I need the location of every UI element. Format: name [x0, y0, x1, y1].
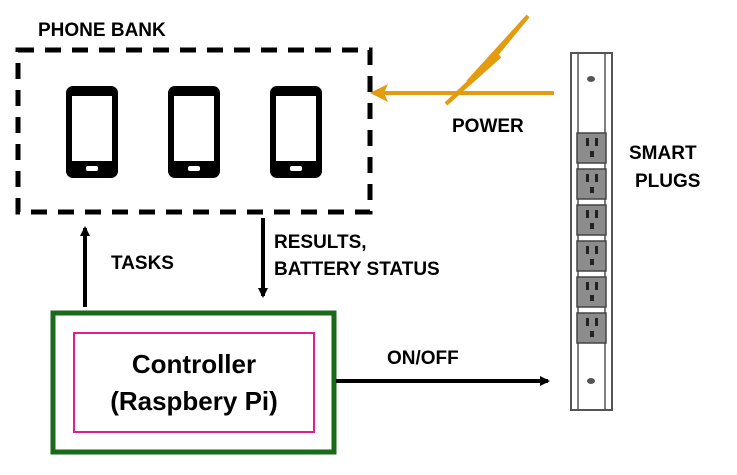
- controller-inner-box: [73, 332, 315, 433]
- smart-plug-strip: SMART PLUGS: [570, 52, 700, 411]
- controller: Controller (Raspbery Pi): [50, 310, 337, 455]
- smart-plugs-label-line1: SMART: [629, 143, 697, 164]
- phone-icon: [270, 86, 322, 178]
- outlet-icon: [576, 240, 607, 272]
- power-connection: POWER: [370, 14, 554, 137]
- results-label-line1: RESULTS,: [274, 232, 367, 253]
- mount-hole-icon: [587, 76, 595, 82]
- tasks-connection: TASKS: [80, 226, 174, 307]
- outlet-icon: [576, 132, 607, 164]
- outlet-icon: [576, 276, 607, 308]
- phone-bank: PHONE BANK: [15, 20, 373, 215]
- tasks-label: TASKS: [111, 253, 174, 274]
- phone-icon: [168, 86, 220, 178]
- phone-bank-label: PHONE BANK: [38, 20, 166, 41]
- onoff-label: ON/OFF: [387, 348, 459, 369]
- phone-bank-box: [15, 47, 373, 215]
- results-label-line2: BATTERY STATUS: [274, 259, 440, 280]
- results-connection: RESULTS, BATTERY STATUS: [258, 218, 440, 298]
- outlet-icon: [576, 204, 607, 236]
- onoff-connection: ON/OFF: [336, 348, 550, 386]
- controller-title: Controller: [132, 349, 256, 379]
- outlet-icon: [576, 312, 607, 344]
- power-label: POWER: [452, 116, 524, 137]
- phone-icon: [66, 86, 118, 178]
- controller-outer-box: [50, 310, 337, 455]
- power-arrow-head: [370, 84, 388, 102]
- controller-subtitle: (Raspbery Pi): [110, 386, 278, 416]
- mount-hole-icon: [587, 378, 595, 384]
- outlet-icon: [576, 168, 607, 200]
- smart-plugs-label-line2: PLUGS: [635, 171, 700, 192]
- lightning-bolt-icon: [444, 14, 530, 106]
